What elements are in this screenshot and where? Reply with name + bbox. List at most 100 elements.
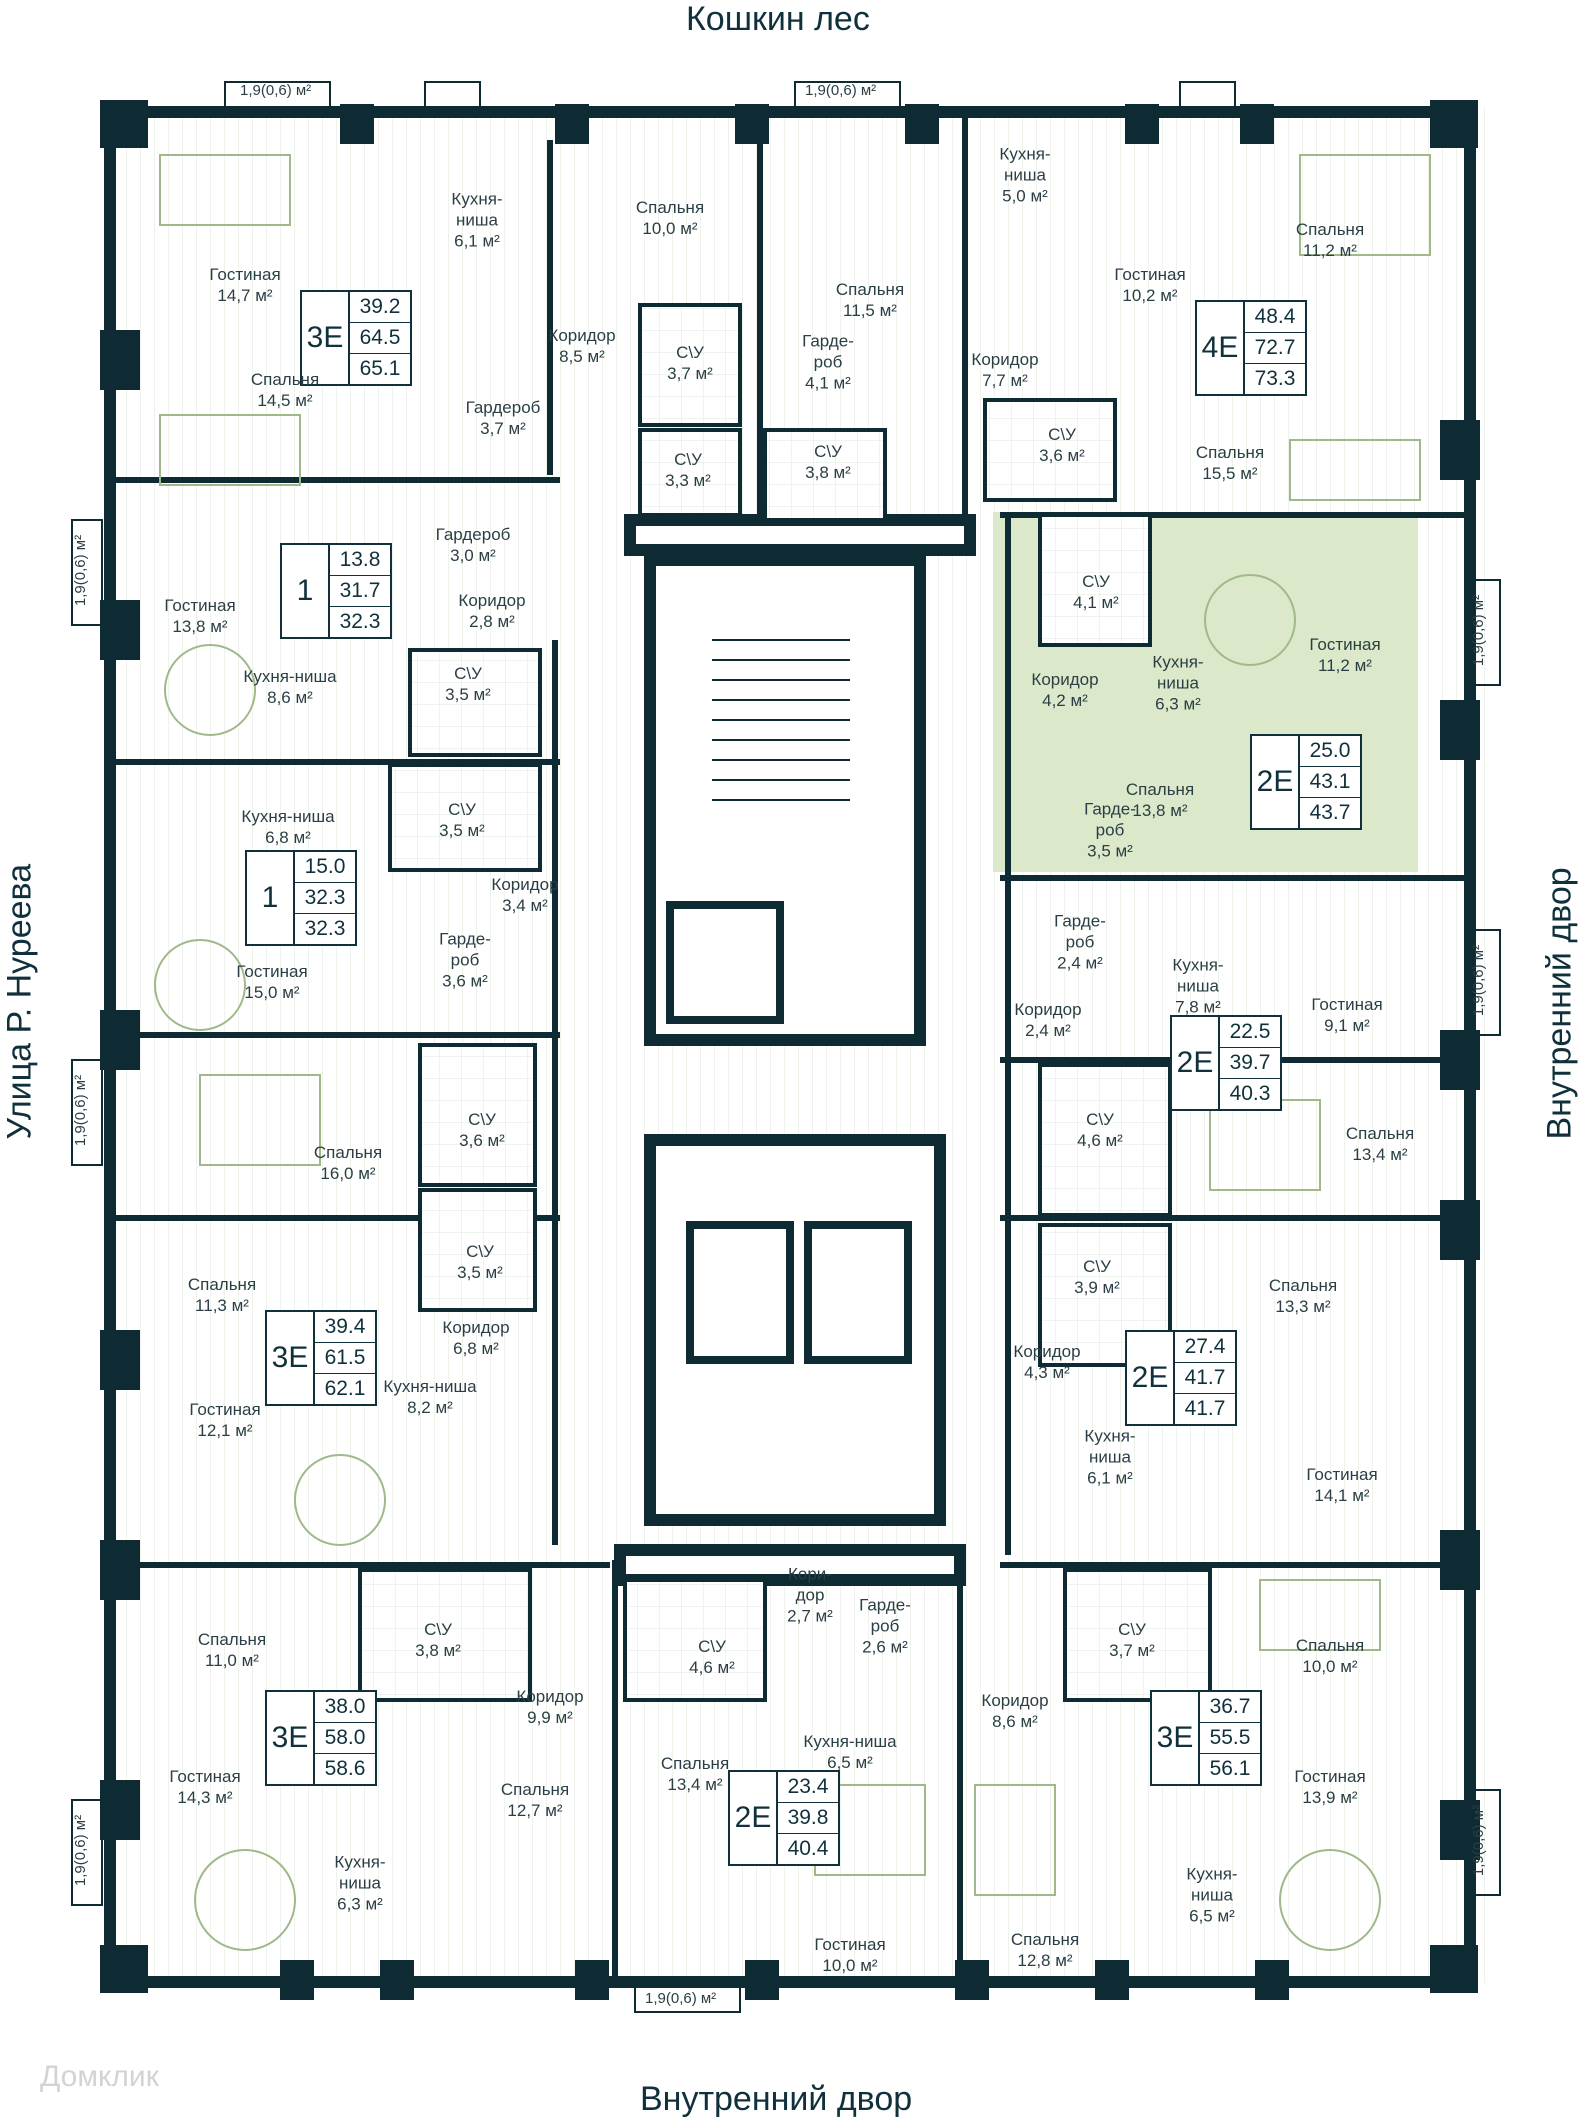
total-area-with-balcony: 32.3	[304, 917, 346, 940]
room-area: 10,0 м²	[822, 1956, 878, 1975]
room-name: Спальня	[835, 280, 905, 299]
room-name: С\У	[1082, 572, 1110, 591]
balcony-label: 1,9(0,6) м²	[805, 82, 877, 99]
room-name: Коридор	[1014, 1000, 1082, 1019]
room-name: Коридор	[548, 326, 616, 345]
room-name: С\У	[454, 664, 482, 683]
room-area: 4,2 м²	[1042, 691, 1088, 710]
total-area-with-balcony: 73.3	[1254, 367, 1296, 390]
room-name: Гарде- роб	[859, 1595, 911, 1636]
room-area: 3,4 м²	[502, 896, 548, 915]
room-area: 5,0 м²	[1002, 186, 1048, 206]
total-area: 72.7	[1245, 333, 1305, 364]
room-name: Гостиная	[236, 962, 308, 981]
total-area: 39.7	[1220, 1048, 1280, 1079]
room-name: Кухня- ниша	[1084, 1426, 1136, 1467]
apartment-type: 3Е	[271, 1341, 309, 1374]
room-name: Спальня	[660, 1754, 730, 1773]
room-name: Гостиная	[1114, 265, 1186, 284]
room-area: 4,1 м²	[1073, 593, 1119, 612]
room-area: 6,5 м²	[1189, 1906, 1235, 1926]
room-area: 3,9 м²	[1074, 1278, 1120, 1297]
room-area: 11,0 м²	[205, 1651, 259, 1670]
room-name: Кухня- ниша	[334, 1852, 386, 1893]
apartment-type: 1	[261, 881, 279, 914]
total-area: 58.0	[315, 1723, 375, 1754]
room-name: Спальня	[500, 1780, 570, 1799]
room-area: 3,5 м²	[439, 821, 485, 840]
balcony-label: 1,9(0,6) м²	[72, 1074, 90, 1147]
room-name: Коридор	[1013, 1342, 1081, 1361]
street-bottom: Внутренний двор	[640, 2080, 913, 2118]
room-area: 6,8 м²	[453, 1339, 499, 1358]
room-name: Коридор	[516, 1687, 584, 1706]
room-name: Гостиная	[1306, 1465, 1378, 1484]
room-area: 3,0 м²	[450, 546, 496, 565]
room-area: 8,6 м²	[267, 688, 313, 707]
room-name: Спальня	[1295, 220, 1365, 239]
room-area: 2,6 м²	[862, 1637, 908, 1657]
room-name: С\У	[466, 1242, 494, 1261]
room-area: 7,7 м²	[982, 371, 1028, 390]
room-area: 7,8 м²	[1175, 997, 1221, 1017]
room-label: С\У 4,1 м²	[1073, 571, 1119, 613]
room-name: С\У	[674, 450, 702, 469]
total-area: 32.3	[295, 883, 355, 914]
living-area: 39.4	[315, 1312, 375, 1343]
room-name: Гостиная	[169, 1767, 241, 1786]
room-area: 4,6 м²	[689, 1658, 735, 1677]
room-name: С\У	[468, 1110, 496, 1129]
room-area: 3,8 м²	[415, 1641, 461, 1660]
total-area-with-balcony: 65.1	[359, 357, 401, 380]
room-area: 3,6 м²	[1039, 446, 1085, 465]
room-name: Коридор	[458, 591, 526, 610]
room-label: Спальня 13,4 м²	[661, 1753, 729, 1795]
room-area: 9,9 м²	[527, 1708, 573, 1727]
room-area: 11,2 м²	[1318, 656, 1372, 675]
room-name: Гостиная	[209, 265, 281, 284]
room-area: 13,4 м²	[667, 1775, 723, 1794]
street-top: Кошкин лес	[686, 0, 870, 38]
total-area-with-balcony: 62.1	[324, 1377, 366, 1400]
balcony-label: 1,9(0,6) м²	[240, 82, 312, 99]
room-area: 3,7 м²	[1109, 1641, 1155, 1660]
room-name: Гардероб	[465, 398, 541, 417]
room-area: 14,3 м²	[177, 1788, 233, 1807]
balcony-label: 1,9(0,6) м²	[1470, 1804, 1488, 1877]
room-name: Гарде- роб	[1084, 799, 1136, 840]
street-right: Внутренний двор	[1540, 867, 1578, 1140]
room-name: Гостиная	[164, 596, 236, 615]
room-name: Кухня-ниша	[383, 1377, 477, 1396]
room-area: 14,1 м²	[1314, 1486, 1370, 1505]
total-area-with-balcony: 40.3	[1229, 1082, 1271, 1105]
room-name: С\У	[698, 1637, 726, 1656]
room-area: 12,1 м²	[197, 1421, 253, 1440]
